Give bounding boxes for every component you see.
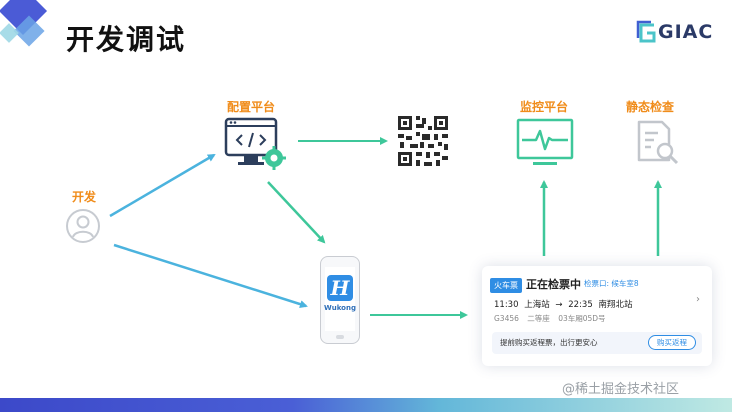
logo-text: GIAC (658, 21, 714, 43)
giac-logo: GIAC (636, 20, 720, 46)
app-logo: H (327, 275, 353, 301)
user-icon (66, 209, 100, 243)
page-title: 开发调试 (66, 23, 187, 56)
watermark: @稀土掘金技术社区 (562, 382, 680, 397)
depart-station: 上海站 (524, 300, 550, 310)
return-ticket-banner: 提前购买返程票，出行更安心 购买返程 (492, 332, 702, 354)
seat-class: 二等座 (527, 314, 550, 323)
arrow-dev-to-config (109, 153, 216, 218)
arrow-dev-to-app (113, 243, 308, 308)
arrive-station: 南翔北站 (598, 300, 633, 310)
static-check-label: 静态检查 (626, 100, 675, 114)
ticket-tag: 火车票 (490, 278, 522, 293)
bottom-decoration-band (0, 398, 732, 412)
code-settings-icon (224, 117, 286, 170)
dev-label: 开发 (72, 190, 97, 204)
buy-return-button[interactable]: 购买返程 (648, 335, 696, 350)
depart-time: 11:30 (494, 300, 519, 310)
seat-number: 03车厢05D号 (558, 314, 606, 323)
chevron-right-icon[interactable]: › (696, 294, 700, 305)
app-name: Wukong (324, 304, 356, 312)
train-number: G3456 (494, 314, 519, 323)
return-ticket-tip: 提前购买返程票，出行更安心 (500, 338, 598, 347)
ticket-gate: 检票口: 候车室8 (584, 279, 639, 288)
document-search-icon (637, 120, 679, 165)
giac-logo-icon (636, 20, 656, 43)
ticket-meta: G3456 二等座 03车厢05D号 (494, 313, 612, 324)
ticket-status: 正在检票中 (526, 278, 581, 291)
ticket-route: 11:30 上海站 → 22:35 南翔北站 (494, 298, 635, 310)
route-arrow-icon: → (555, 300, 563, 310)
arrive-time: 22:35 (568, 300, 593, 310)
monitor-pulse-icon (516, 118, 574, 165)
monitor-label: 监控平台 (520, 100, 569, 114)
arrow-config-to-app (267, 181, 326, 244)
train-ticket-card: 火车票 正在检票中 检票口: 候车室8 › 11:30 上海站 → 22:35 … (482, 266, 712, 366)
qr-code-icon (398, 116, 448, 166)
phone-icon: H Wukong (320, 256, 360, 344)
config-label: 配置平台 (227, 100, 276, 114)
phone-home-indicator (336, 335, 344, 339)
